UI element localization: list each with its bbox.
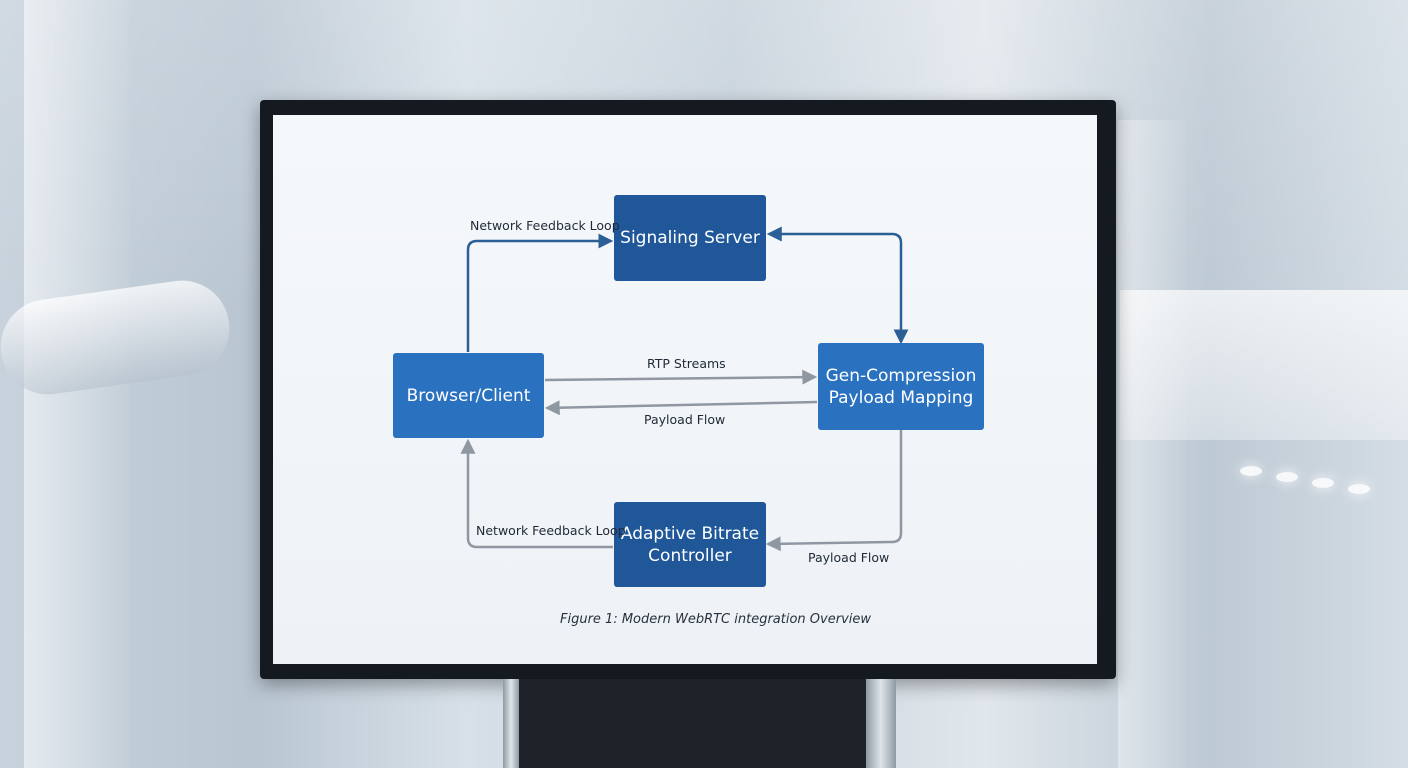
signaling-compression-arrow	[766, 226, 909, 345]
background-pillar	[1118, 120, 1186, 768]
monitor-stand-post	[866, 679, 896, 768]
payload-flow-bottom-label: Payload Flow	[808, 550, 890, 565]
adaptive-bitrate-node: Adaptive Bitrate Controller	[614, 502, 766, 587]
payload-flow-bottom-arrow	[765, 430, 903, 552]
network-feedback-bottom-arrow	[460, 438, 613, 549]
payload-flow-mid-arrow	[544, 400, 818, 416]
browser-client-node: Browser/Client	[393, 353, 544, 438]
network-feedback-top-label: Network Feedback Loop	[470, 218, 620, 233]
background-lights	[1240, 460, 1370, 510]
background-ceiling	[1120, 290, 1408, 440]
payload-flow-mid-label: Payload Flow	[644, 412, 726, 427]
gen-compression-node: Gen-Compression Payload Mapping	[818, 343, 984, 430]
signaling-server-node: Signaling Server	[614, 195, 766, 281]
rtp-streams-arrow	[544, 369, 818, 385]
figure-caption: Figure 1: Modern WebRTC integration Over…	[560, 612, 872, 627]
rtp-streams-label: RTP Streams	[647, 356, 726, 371]
network-feedback-top-arrow	[466, 233, 614, 352]
monitor-stand	[518, 679, 868, 768]
monitor-stand-post	[503, 679, 519, 768]
network-feedback-bottom-label: Network Feedback Loop	[476, 523, 626, 538]
